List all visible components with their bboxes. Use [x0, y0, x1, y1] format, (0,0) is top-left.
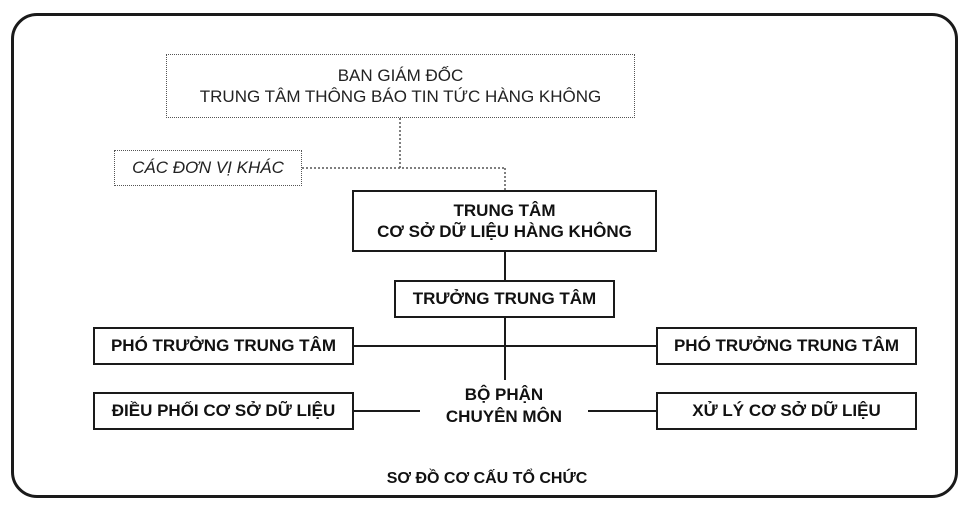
- board-line2: TRUNG TÂM THÔNG BÁO TIN TỨC HÀNG KHÔNG: [199, 87, 602, 106]
- board-of-directors-box: BAN GIÁM ĐỐC TRUNG TÂM THÔNG BÁO TIN TỨC…: [166, 54, 635, 118]
- center-line1: TRUNG TÂM: [453, 200, 556, 220]
- deputy-right-box: PHÓ TRƯỞNG TRUNG TÂM: [656, 327, 917, 365]
- coordination-box: ĐIỀU PHỐI CƠ SỞ DỮ LIỆU: [93, 392, 354, 430]
- other-units-label: CÁC ĐƠN VỊ KHÁC: [132, 158, 284, 178]
- dept-line2: CHUYÊN MÔN: [445, 407, 563, 427]
- diagram-caption: SƠ ĐỒ CƠ CẤU TỔ CHỨC: [386, 470, 588, 487]
- specialized-dept: BỘ PHẬN CHUYÊN MÔN: [420, 384, 588, 429]
- center-line2: CƠ SỞ DỮ LIỆU HÀNG KHÔNG: [377, 222, 632, 241]
- center-box: TRUNG TÂM CƠ SỞ DỮ LIỆU HÀNG KHÔNG: [352, 190, 657, 252]
- processing-label: XỬ LÝ CƠ SỞ DỮ LIỆU: [692, 401, 881, 421]
- deputy-left-label: PHÓ TRƯỞNG TRUNG TÂM: [110, 336, 337, 356]
- director-label: TRƯỞNG TRUNG TÂM: [412, 289, 597, 309]
- coordination-label: ĐIỀU PHỐI CƠ SỞ DỮ LIỆU: [111, 401, 336, 421]
- dept-line1: BỘ PHẬN: [464, 385, 544, 404]
- board-line1: BAN GIÁM ĐỐC: [337, 65, 464, 85]
- deputy-right-label: PHÓ TRƯỞNG TRUNG TÂM: [673, 336, 900, 356]
- other-units-box: CÁC ĐƠN VỊ KHÁC: [114, 150, 302, 186]
- director-box: TRƯỞNG TRUNG TÂM: [394, 280, 615, 318]
- processing-box: XỬ LÝ CƠ SỞ DỮ LIỆU: [656, 392, 917, 430]
- diagram-frame: [11, 13, 958, 498]
- deputy-left-box: PHÓ TRƯỞNG TRUNG TÂM: [93, 327, 354, 365]
